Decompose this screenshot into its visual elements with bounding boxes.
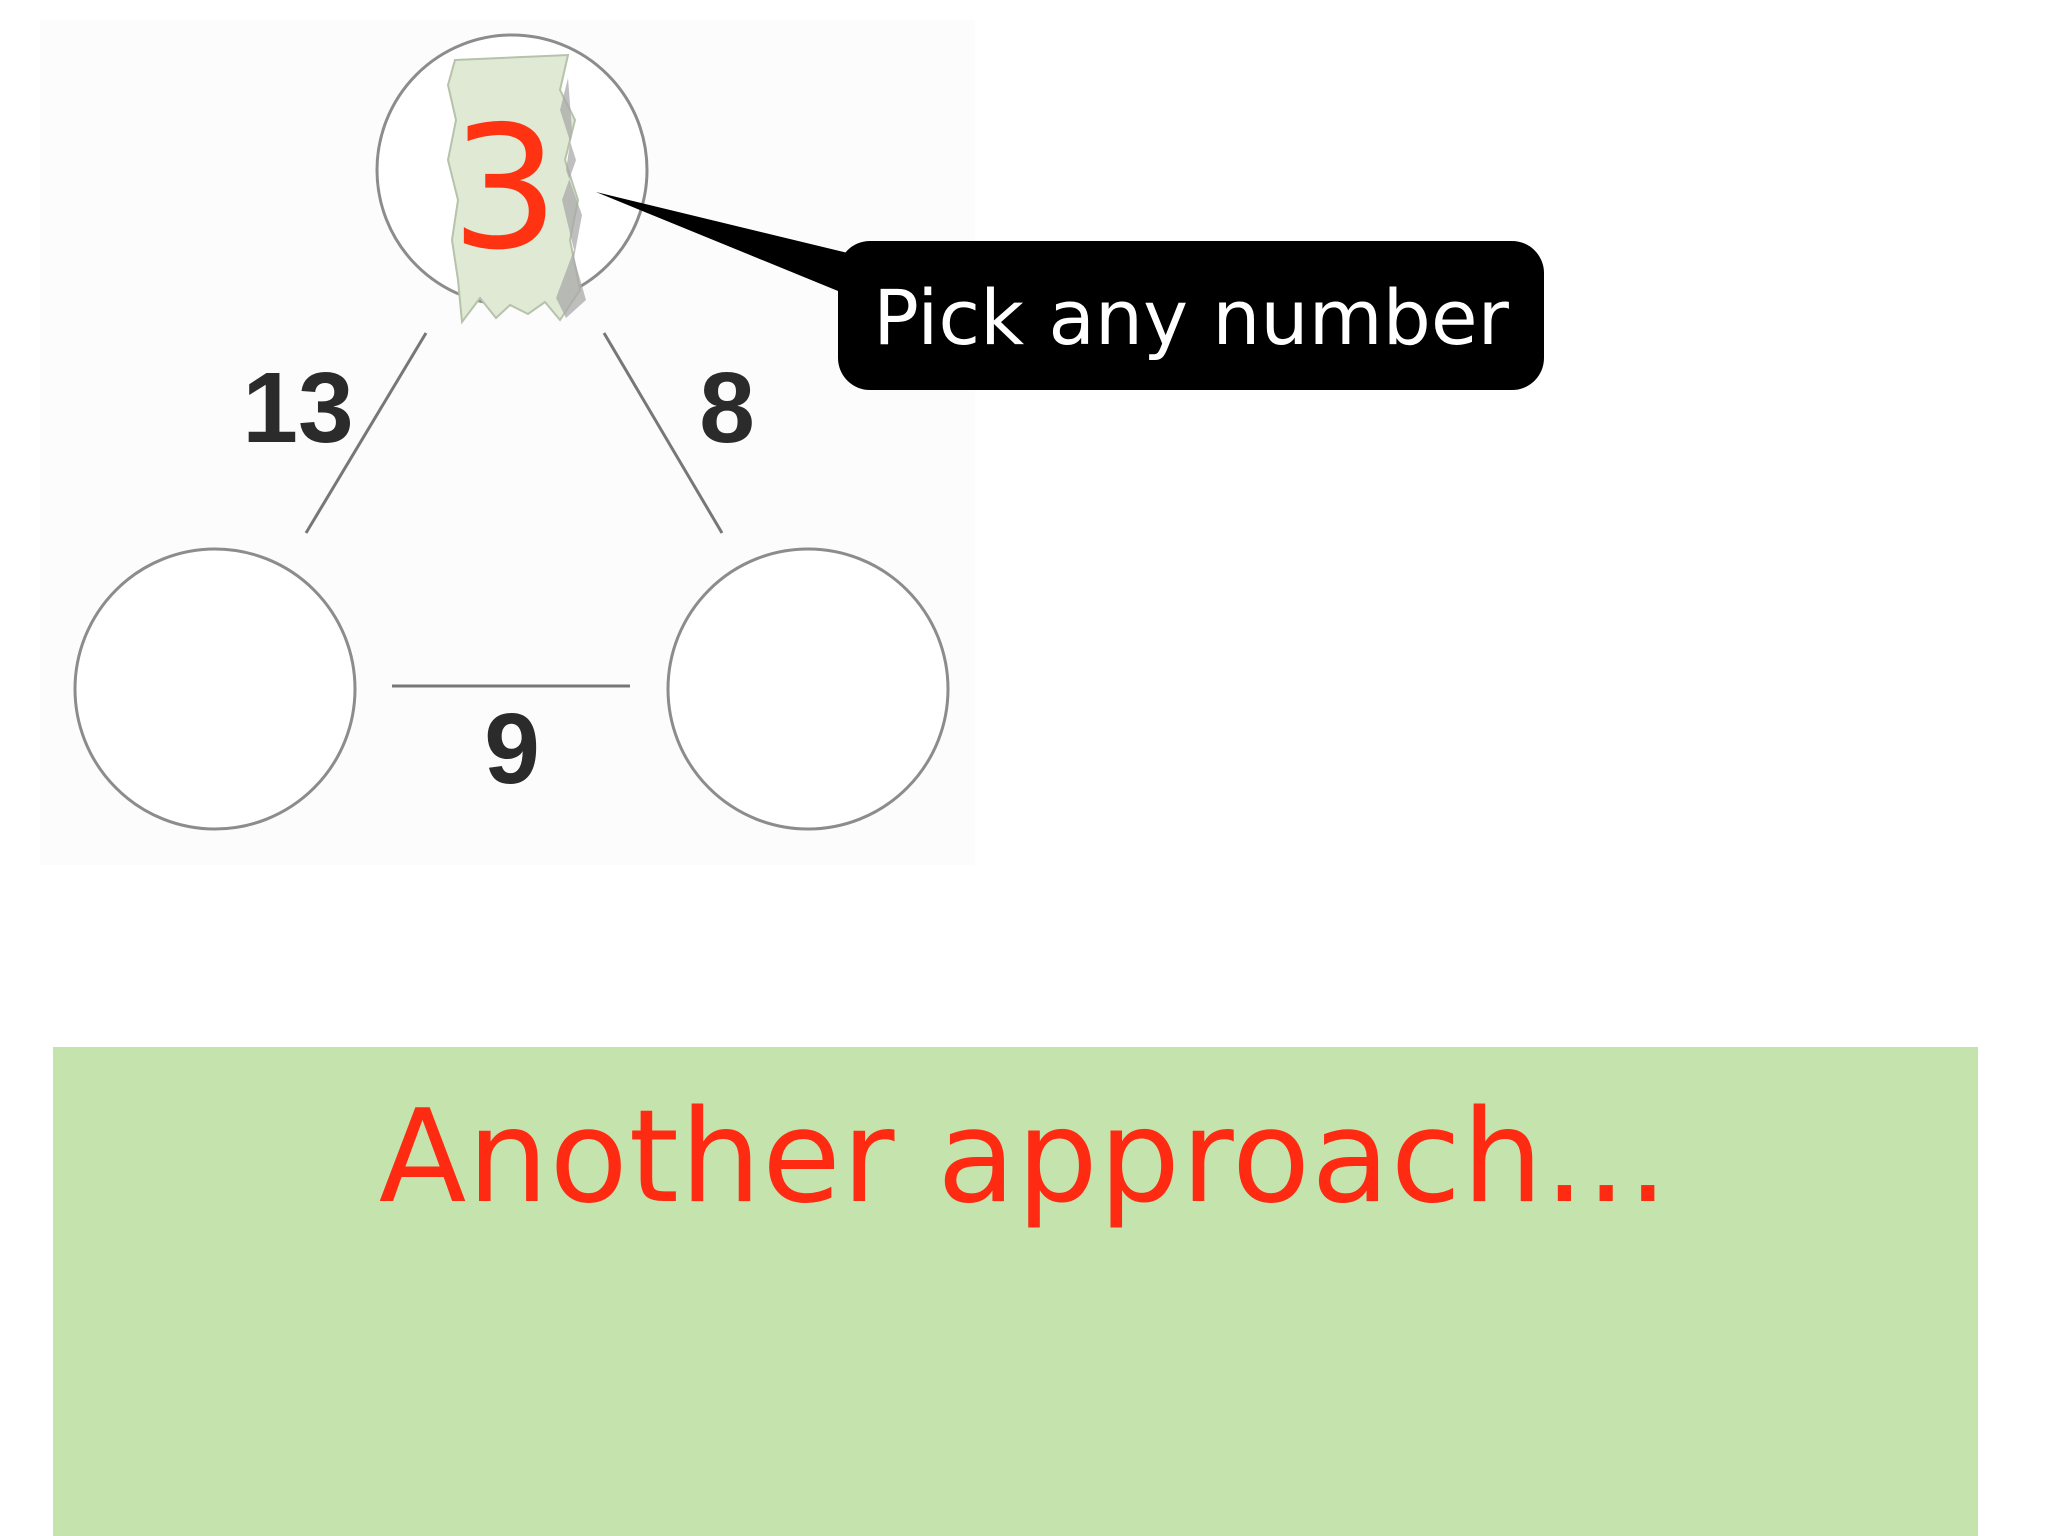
callout-text: Pick any number xyxy=(873,273,1509,362)
answer-panel xyxy=(53,1047,1978,1536)
paper-shadow xyxy=(556,78,586,318)
callout-bubble xyxy=(838,241,1544,390)
answer-heading: Another approach... xyxy=(378,1083,1670,1232)
right-edge-line xyxy=(602,332,724,534)
bottom-edge-label: 9 xyxy=(484,693,540,805)
right-edge-label: 8 xyxy=(699,352,755,464)
top-circle-value: 3 xyxy=(451,90,559,288)
left-edge-label: 13 xyxy=(242,352,353,464)
callout-pointer xyxy=(596,192,885,300)
bottom-right-circle[interactable] xyxy=(666,547,950,831)
bottom-left-circle[interactable] xyxy=(73,547,357,831)
left-edge-line xyxy=(304,332,428,534)
